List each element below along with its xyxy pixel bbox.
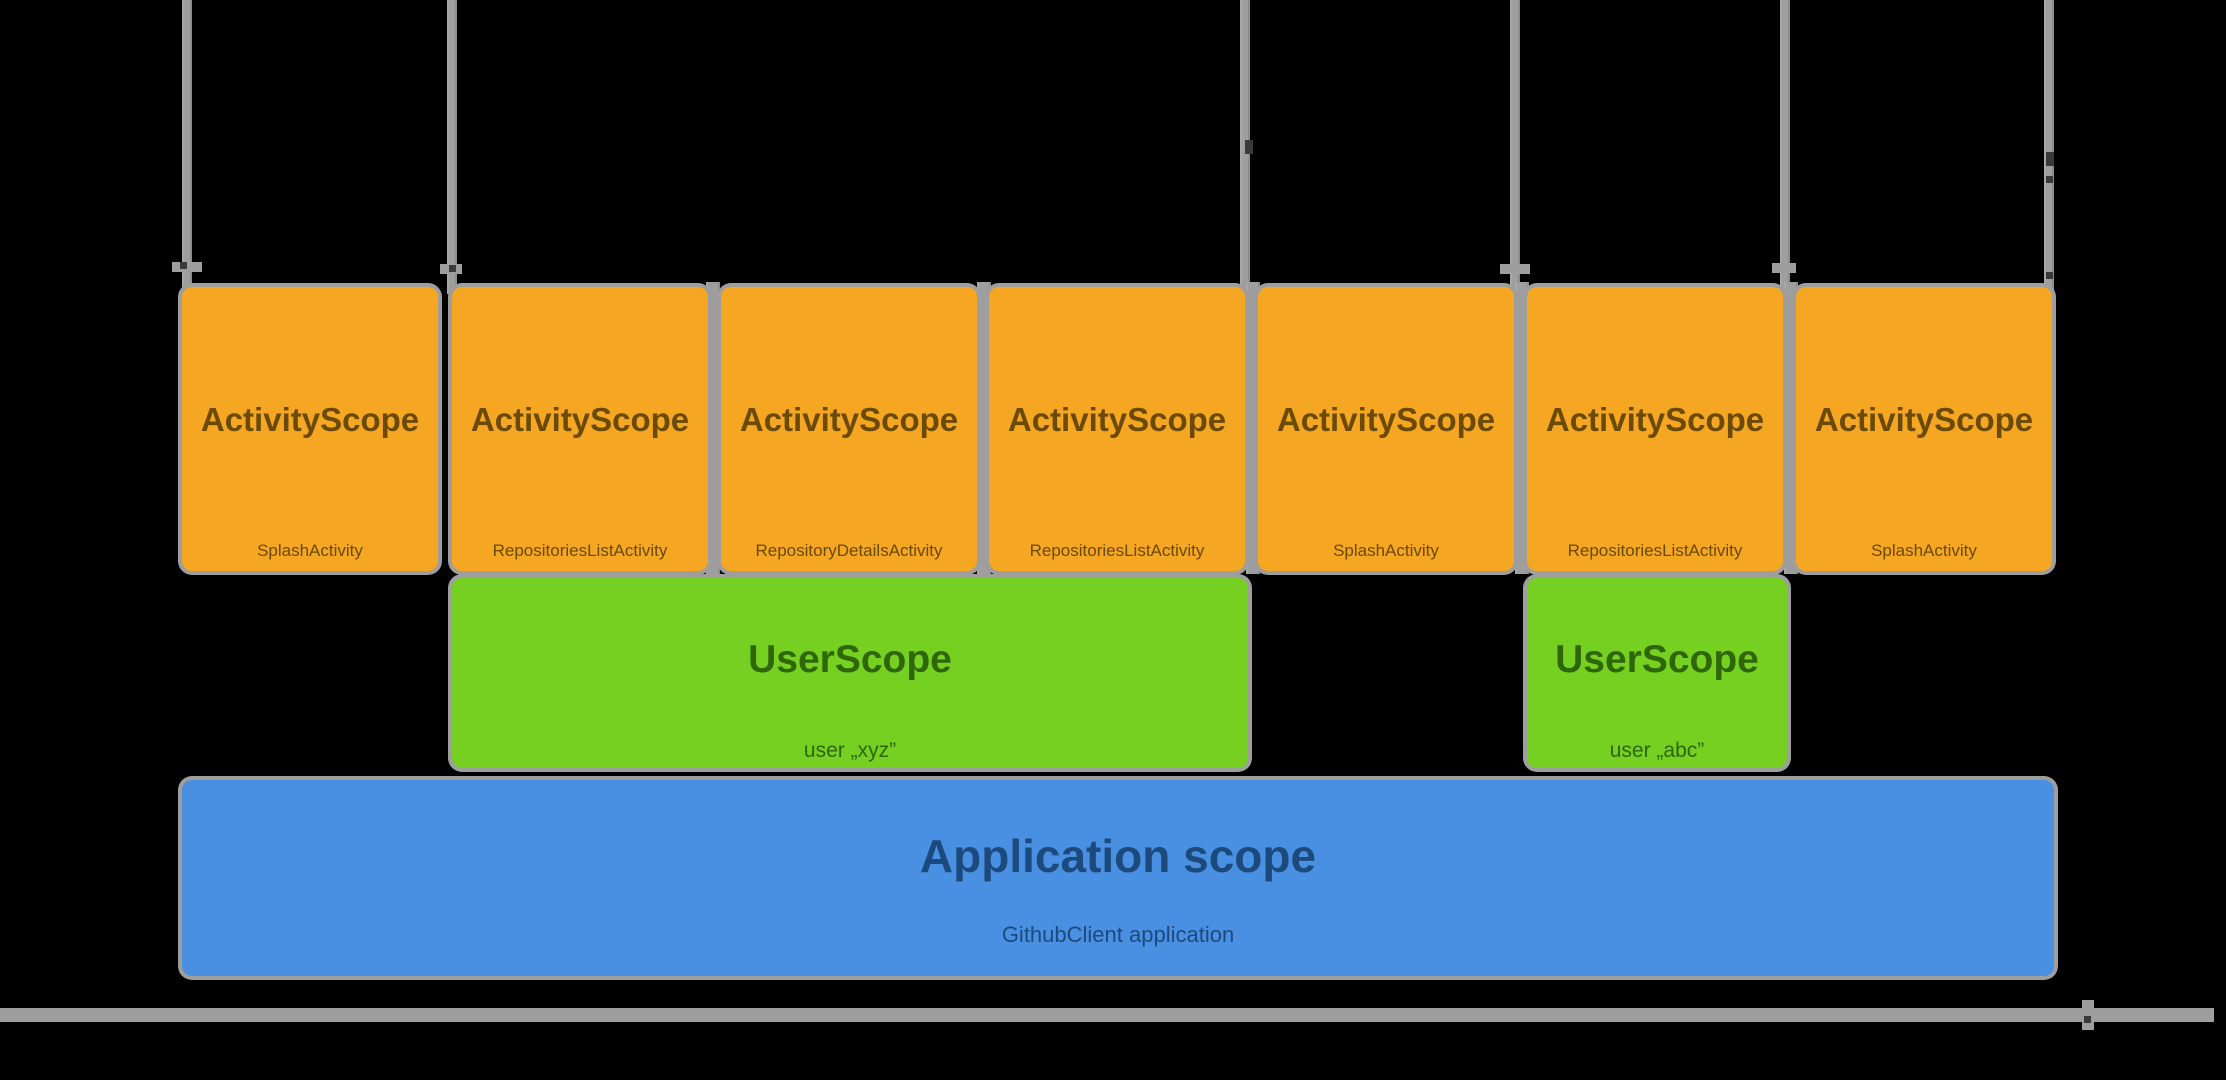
connector-rail-inner-4 — [1515, 282, 1529, 574]
connector-dot-2 — [449, 265, 456, 272]
horizontal-scroll-rail[interactable] — [0, 1008, 2214, 1022]
activity-scope-title: ActivityScope — [1007, 401, 1227, 438]
activity-scope-title: ActivityScope — [200, 401, 420, 438]
activity-scope-title: ActivityScope — [1545, 401, 1765, 438]
user-scope-title: UserScope — [1555, 638, 1759, 681]
activity-scope-box[interactable]: ActivityScope RepositoriesListActivity — [989, 287, 1245, 571]
activity-scope-box[interactable]: ActivityScope RepositoryDetailsActivity — [721, 287, 977, 571]
activity-scope-box[interactable]: ActivityScope RepositoriesListActivity — [1527, 287, 1783, 571]
activity-scope-title: ActivityScope — [1814, 401, 2034, 438]
application-scope-box[interactable]: Application scope GithubClient applicati… — [182, 780, 2054, 976]
activity-scope-subtitle: RepositoriesListActivity — [492, 541, 668, 560]
connector-rail-5 — [1780, 0, 1790, 294]
user-scope-subtitle: user „abc” — [1609, 739, 1705, 762]
user-scope-box[interactable]: UserScope user „abc” — [1527, 578, 1787, 768]
activity-scope-title: ActivityScope — [739, 401, 959, 438]
activity-scope-subtitle: SplashActivity — [1871, 541, 1977, 560]
connector-rail-inner-2 — [977, 282, 991, 574]
connector-rail-4 — [1510, 0, 1520, 294]
activity-scope-title: ActivityScope — [470, 401, 690, 438]
activity-scope-subtitle: RepositoriesListActivity — [1029, 541, 1205, 560]
connector-rail-inner-5 — [1784, 282, 1798, 574]
activity-scope-box[interactable]: ActivityScope RepositoriesListActivity — [452, 287, 708, 571]
user-scope-title: UserScope — [748, 638, 952, 681]
connector-dot-3 — [1245, 140, 1253, 154]
activity-scope-box[interactable]: ActivityScope SplashActivity — [1258, 287, 1514, 571]
activity-scope-subtitle: RepositoriesListActivity — [1567, 541, 1743, 560]
user-scope-box[interactable]: UserScope user „xyz” — [452, 578, 1248, 768]
connector-cap-1 — [172, 262, 202, 272]
application-scope-subtitle: GithubClient application — [1001, 922, 1235, 947]
user-scope-subtitle: user „xyz” — [803, 739, 897, 762]
activity-scope-subtitle: SplashActivity — [1333, 541, 1439, 560]
connector-rail-2 — [447, 0, 457, 294]
connector-dot-6b — [2046, 176, 2053, 183]
connector-dot-6a — [2046, 152, 2054, 166]
connector-dot-6c — [2046, 272, 2053, 279]
activity-scope-box[interactable]: ActivityScope SplashActivity — [182, 287, 438, 571]
activity-scope-title: ActivityScope — [1276, 401, 1496, 438]
activity-scope-subtitle: RepositoryDetailsActivity — [755, 541, 943, 560]
activity-scope-subtitle: SplashActivity — [257, 541, 363, 560]
connector-rail-inner-3 — [1246, 282, 1260, 574]
connector-dot-1 — [180, 262, 187, 269]
application-scope-title: Application scope — [919, 830, 1317, 882]
connector-cap-4 — [1500, 264, 1530, 274]
connector-rail-inner-1 — [706, 282, 720, 574]
horizontal-rail-cap — [2082, 1000, 2094, 1030]
connector-rail-1 — [182, 0, 192, 294]
horizontal-rail-dot — [2084, 1016, 2091, 1023]
activity-scope-box[interactable]: ActivityScope SplashActivity — [1796, 287, 2052, 571]
connector-cap-5 — [1772, 263, 1796, 273]
